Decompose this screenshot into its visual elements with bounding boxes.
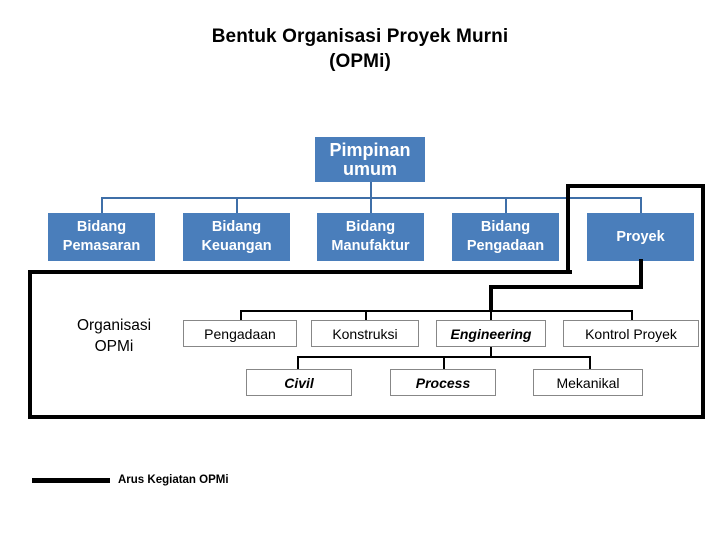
connector-drop-engineering [490,310,493,321]
node-bidang-keuangan[interactable]: Bidang Keuangan [183,213,290,261]
flow-path-proyek-down [489,285,493,312]
flow-path-proyek-stem [639,259,643,289]
connector-engineering-stem [490,347,493,358]
flow-path-container-left [28,270,32,419]
flow-path-left-of-proyek [566,184,570,274]
group-label-organisasi-opmi: Organisasi OPMi [76,317,152,355]
node-bidang-pemasaran[interactable]: Bidang Pemasaran [48,213,155,261]
connector-drop-pemasaran [101,197,103,213]
node-bidang-manufaktur[interactable]: Bidang Manufaktur [317,213,424,261]
connector-drop-manufaktur [370,197,372,213]
title-line-2: (OPMi) [329,51,391,72]
flow-path-proyek-elbow [489,285,643,289]
flow-path-container-top [28,270,572,274]
connector-drop-keuangan [236,197,238,213]
node-konstruksi[interactable]: Konstruksi [311,320,419,347]
connector-root-stem [370,181,372,198]
flow-path-container-bottom [28,415,705,419]
connector-drop-konstruksi [365,310,368,321]
flow-path-right-border [701,184,705,419]
node-mekanikal[interactable]: Mekanikal [533,369,643,396]
node-civil[interactable]: Civil [246,369,352,396]
connector-drop-process [443,356,446,370]
connector-drop-civil [297,356,300,370]
connector-drop-mekanikal [589,356,592,370]
flow-path-top-right [566,184,705,188]
connector-drop-pengadaan [505,197,507,213]
connector-drop-kontrol-proyek [631,310,634,321]
legend-line-marker [32,478,110,483]
title-line-1: Bentuk Organisasi Proyek Murni [211,26,509,47]
connector-drop-proyek [640,197,642,213]
connector-functions-bus [240,310,632,313]
page-title: Bentuk Organisasi Proyek Murni (OPMi) [0,24,720,74]
connector-drop-pengadaan-fn [240,310,243,321]
legend-label-arus-kegiatan: Arus Kegiatan OPMi [118,474,229,486]
node-bidang-pengadaan[interactable]: Bidang Pengadaan [452,213,559,261]
node-proyek[interactable]: Proyek [587,213,694,261]
node-kontrol-proyek[interactable]: Kontrol Proyek [563,320,699,347]
node-pimpinan-umum[interactable]: Pimpinan umum [315,137,425,182]
node-process[interactable]: Process [390,369,496,396]
node-engineering[interactable]: Engineering [436,320,546,347]
node-pengadaan[interactable]: Pengadaan [183,320,297,347]
